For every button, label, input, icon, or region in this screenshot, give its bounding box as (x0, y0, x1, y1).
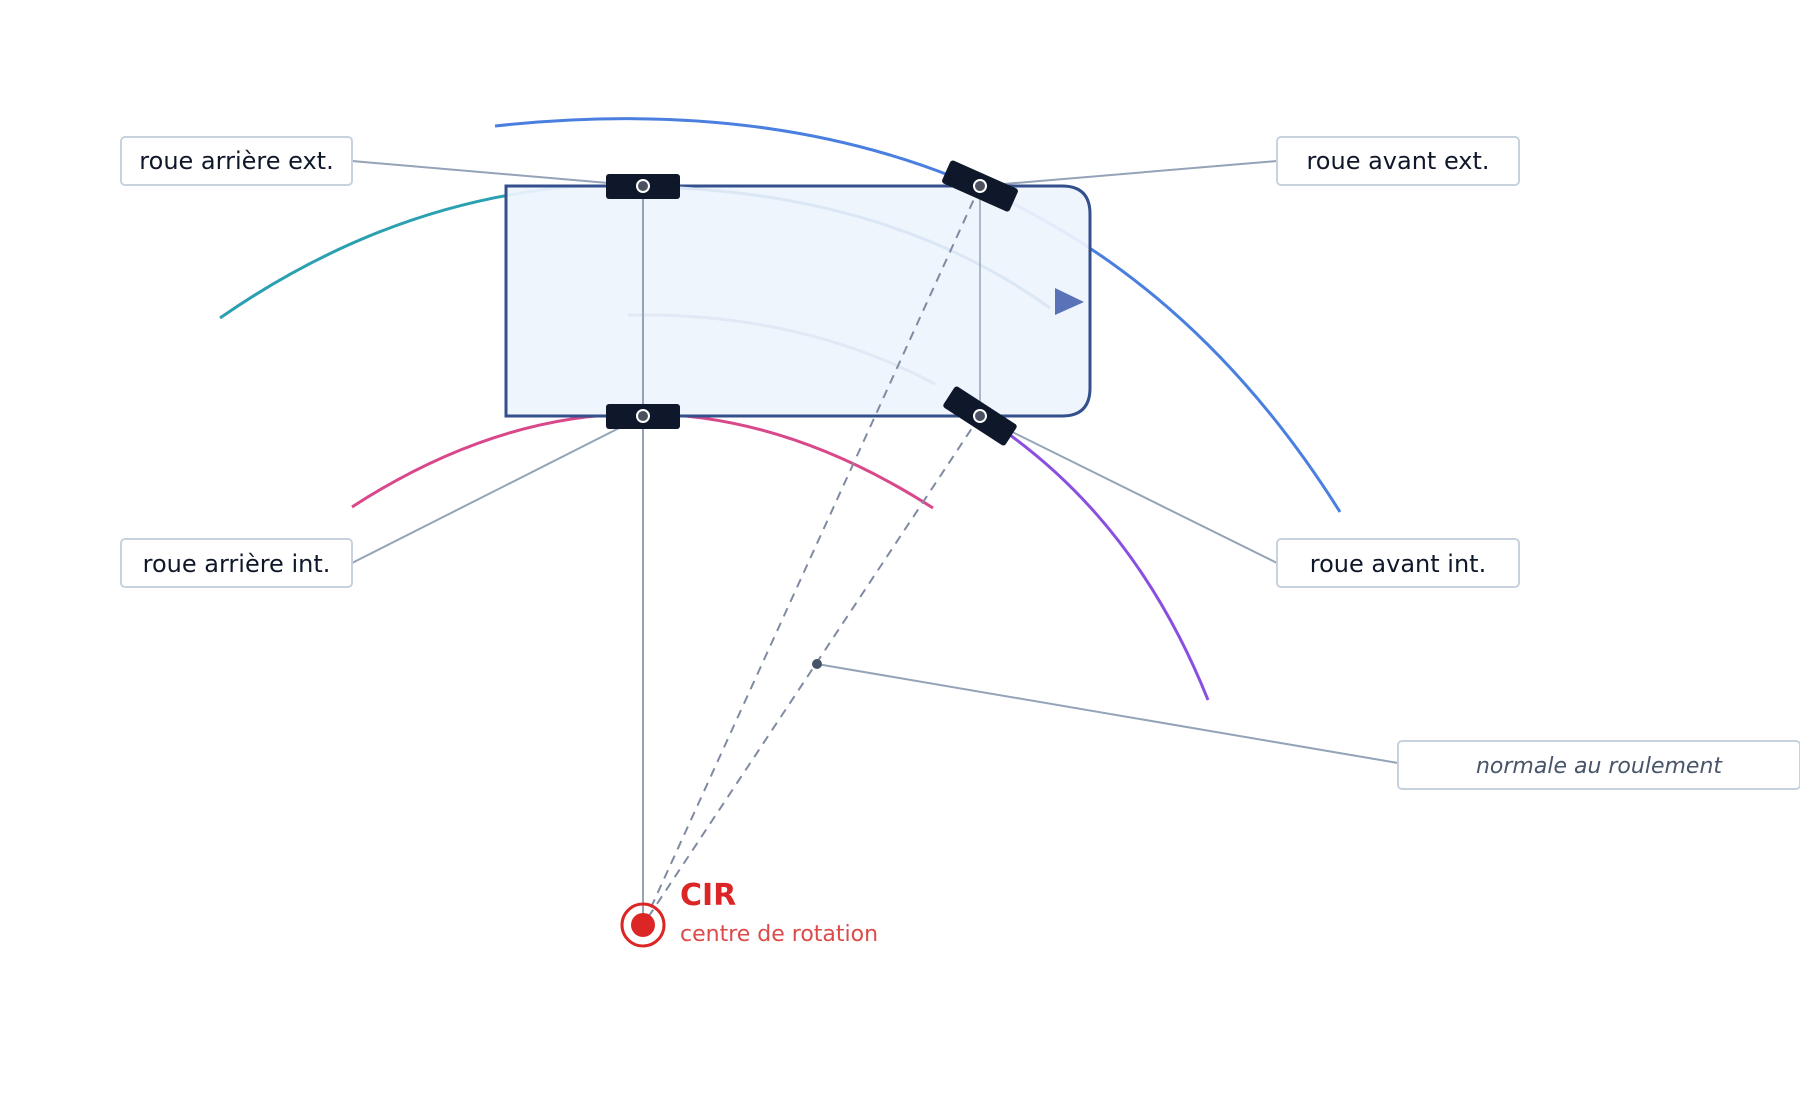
label-front-inner-wheel: roue avant int. (1276, 538, 1520, 588)
label-normal-text: normale au roulement (1476, 754, 1723, 779)
leader-front-inner (979, 415, 1278, 564)
label-rear-inner-wheel: roue arrière int. (120, 538, 353, 588)
wheel-rear-inner (606, 404, 680, 429)
label-front-outer-text: roue avant ext. (1306, 147, 1489, 175)
leader-front-outer (979, 160, 1278, 187)
wheel-rear-outer (606, 174, 680, 199)
wheel-front-outer (942, 160, 1018, 212)
label-rear-inner-text: roue arrière int. (143, 550, 331, 578)
wheel-front-inner (943, 386, 1017, 446)
label-rear-outer-text: roue arrière ext. (139, 147, 333, 175)
body-faint-arc-inner (627, 313, 936, 386)
cir-title: CIR (680, 878, 736, 913)
label-normal: normale au roulement (1397, 740, 1800, 790)
cir-marker (620, 902, 666, 948)
label-rear-outer-wheel: roue arrière ext. (120, 136, 353, 186)
direction-arrow-icon (1055, 288, 1084, 315)
normal-anchor-dot (812, 659, 822, 669)
label-front-outer-wheel: roue avant ext. (1276, 136, 1520, 186)
leader-rear-outer (351, 160, 644, 187)
front-inner-normal-dashed (642, 415, 981, 926)
leader-rear-inner (351, 415, 644, 564)
leader-normal (816, 663, 1399, 764)
vehicle-body (504, 184, 1092, 418)
body-faint-arc-outer (679, 186, 1051, 310)
cir-subtitle: centre de rotation (680, 922, 878, 947)
front-outer-normal-dashed (642, 185, 981, 926)
front-inner-wheel-arc (1009, 433, 1210, 701)
label-front-inner-text: roue avant int. (1310, 550, 1486, 578)
